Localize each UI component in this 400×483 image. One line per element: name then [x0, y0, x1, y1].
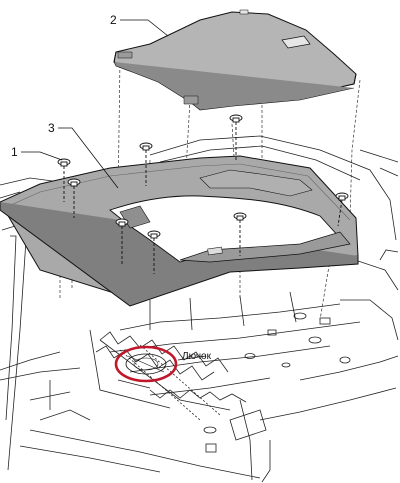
callout-3: 3 — [48, 121, 55, 135]
bolt-icon — [229, 114, 243, 162]
floor-panel-part-3 — [0, 155, 359, 307]
callout-leaders — [21, 19, 207, 361]
callout-2: 2 — [110, 13, 117, 27]
bolt-icon — [57, 158, 71, 202]
hatch-label: Лючок — [182, 351, 212, 362]
highlight-circle-icon — [114, 345, 178, 383]
bolt-icon — [115, 218, 129, 266]
hatch-area — [125, 353, 167, 375]
bolt-icon — [147, 230, 161, 274]
bolt-icon — [67, 178, 81, 218]
bolt-icon — [139, 142, 153, 186]
callout-1: 1 — [11, 145, 18, 159]
bolt-icon — [335, 192, 349, 227]
bolt-icon — [233, 212, 247, 256]
floor-cover-part-2 — [113, 9, 357, 111]
bolts — [57, 114, 349, 274]
